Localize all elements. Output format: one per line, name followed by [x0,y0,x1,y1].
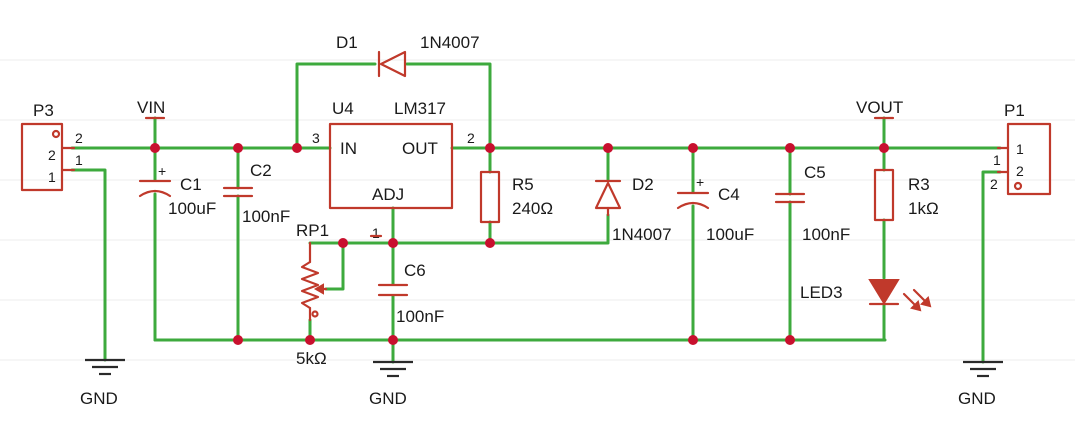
p3-ref: P3 [33,101,54,120]
p3-pin2-outer: 2 [75,130,83,146]
junction-dot [485,238,495,248]
junction-dot [388,238,398,248]
wire-rp1-wiper [324,241,345,291]
u4-pin3-num: 3 [312,130,320,146]
gnd-right-text: GND [958,389,996,408]
p1-pin2-outer: 2 [990,176,998,192]
resistor-r3[interactable]: R3 1kΩ [873,168,939,222]
u4-pin-in: IN [340,139,357,158]
c1-polarity: + [158,163,166,179]
capacitor-c1[interactable]: + C1 100uF [138,163,216,218]
junction-dot [688,143,698,153]
junction-dot [603,143,613,153]
d2-ref: D2 [632,175,654,194]
p1-body [1006,122,1052,196]
background-grid [0,59,1075,361]
u4-pin-adj: ADJ [372,185,404,204]
p3-body [20,122,64,192]
u4-pin2-num: 2 [467,130,475,146]
c6-ref: C6 [404,261,426,280]
junction-dot [292,143,302,153]
gnd-symbol-middle[interactable]: GND [369,360,413,408]
capacitor-c4[interactable]: + C4 100uF [676,174,754,244]
d1-ref: D1 [336,33,358,52]
p3-pin1-outer: 1 [75,152,83,168]
net-label-vout[interactable]: VOUT [856,98,903,120]
c4-ref: C4 [718,185,740,204]
junction-dot [338,238,348,248]
u4-value: LM317 [394,99,446,118]
wire-p1-gnd [981,170,1002,364]
c5-value: 100nF [802,225,850,244]
junction-dot [233,335,243,345]
c1-ref: C1 [180,175,202,194]
junction-dot [305,335,315,345]
junction-dot [879,143,889,153]
p1-pin2-inner: 2 [1016,163,1024,179]
net-label-vin[interactable]: VIN [137,98,165,120]
p1-pin1-outer: 1 [993,152,1001,168]
p1-ref: P1 [1004,101,1025,120]
wire-d1-right [405,62,492,150]
rp1-value: 5kΩ [296,349,327,368]
gnd-left-text: GND [80,389,118,408]
u4-body [328,122,454,210]
u4-ref: U4 [332,99,354,118]
junctions [150,143,889,345]
junction-dot [233,143,243,153]
u4-pin1-num: 1 [372,225,380,241]
r5-value: 240Ω [512,199,553,218]
vin-text: VIN [137,98,165,117]
connector-p3[interactable]: P3 2 1 2 1 [20,101,83,192]
r5-ref: R5 [512,175,534,194]
p3-pin1-inner: 1 [48,169,56,185]
gnd-middle-text: GND [369,389,407,408]
u4-pin-out: OUT [402,139,438,158]
d2-value: 1N4007 [612,225,672,244]
c4-polarity: + [696,174,704,190]
regulator-u4[interactable]: U4 LM317 IN OUT ADJ 3 2 1 [312,99,475,241]
d1-value: 1N4007 [420,33,480,52]
wire-p3-gnd [70,168,107,362]
p3-pin2-inner: 2 [48,147,56,163]
gnd-symbol-right[interactable]: GND [958,360,1003,408]
c2-value: 100nF [242,207,290,226]
wire-d1-left [295,62,377,150]
p3-pin-marker [51,129,61,139]
wires [70,62,1002,364]
junction-dot [150,143,160,153]
junction-dot [785,143,795,153]
junction-dot [485,143,495,153]
junction-dot [688,335,698,345]
capacitor-c5[interactable]: C5 100nF [774,163,850,244]
c5-ref: C5 [804,163,826,182]
gnd-symbol-left[interactable]: GND [80,358,125,408]
junction-dot [388,335,398,345]
rp1-ref: RP1 [296,221,329,240]
r3-value: 1kΩ [908,199,939,218]
vout-text: VOUT [856,98,903,117]
c4-value: 100uF [706,225,754,244]
diode-d2[interactable]: D2 1N4007 [594,175,672,244]
p1-pin1-inner: 1 [1016,141,1024,157]
c6-value: 100nF [396,307,444,326]
led-led3[interactable]: LED3 [800,279,932,312]
c2-ref: C2 [250,161,272,180]
junction-dot [785,335,795,345]
capacitor-c6[interactable]: C6 100nF [377,261,444,326]
diode-d1[interactable]: D1 1N4007 [336,33,480,78]
capacitor-c2[interactable]: C2 100nF [222,161,290,226]
resistor-r5[interactable]: R5 240Ω [479,170,553,224]
c1-value: 100uF [168,199,216,218]
potentiometer-rp1[interactable]: RP1 5kΩ [296,221,329,368]
wire-adj-bus [341,213,610,245]
connector-p1[interactable]: P1 1 2 1 2 [990,101,1052,196]
p1-pin-marker [1013,181,1023,191]
r3-ref: R3 [908,175,930,194]
led3-ref: LED3 [800,283,843,302]
